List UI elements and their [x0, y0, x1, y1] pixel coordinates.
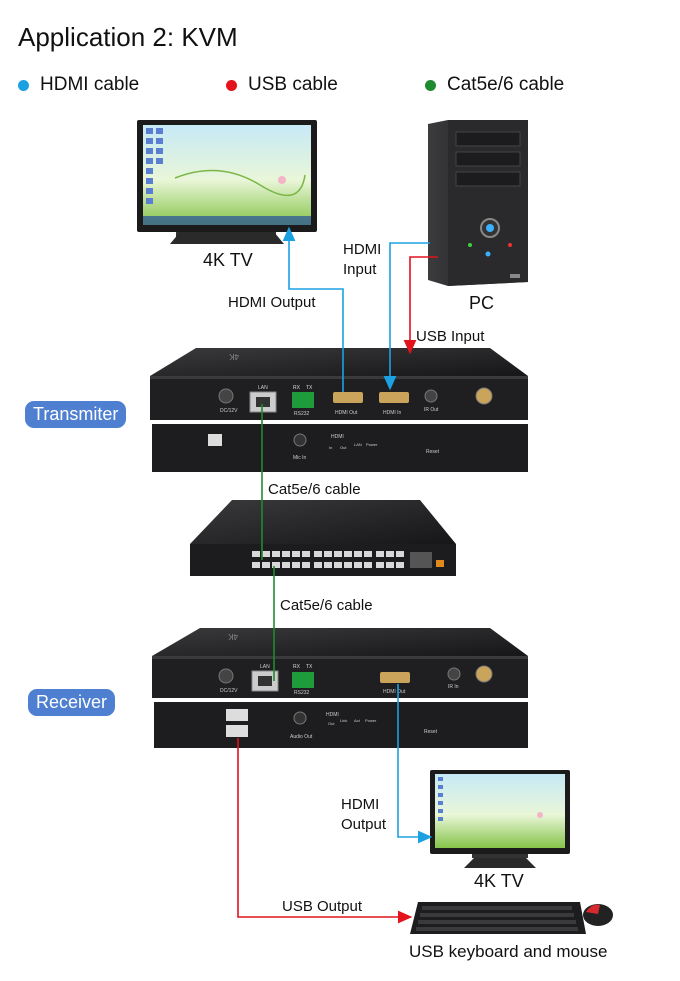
tx-mic-label: Mic In: [293, 455, 307, 461]
legend-hdmi-label: HDMI cable: [40, 74, 140, 95]
network-switch: [190, 500, 456, 576]
rx-led-out-label: Out: [328, 721, 335, 726]
rx-led-power-label: Power: [365, 718, 377, 723]
hdmi-output-bottom-cable: [397, 684, 433, 844]
tx-rs232-label: RS232: [294, 411, 310, 417]
tx-led-out-label: Out: [340, 445, 347, 450]
tx-ir-out-label: IR Out: [424, 407, 439, 413]
rx-rs232-label: RS232: [294, 690, 310, 696]
cat-dot-icon: [425, 79, 436, 91]
rx-led-act-label: Act: [354, 718, 361, 723]
tv-top-label: 4K TV: [203, 250, 253, 270]
page-title: Application 2: KVM: [18, 22, 238, 52]
usb-input-label: USB Input: [416, 328, 485, 345]
rx-hdmi-out-label: HDMI Out: [383, 689, 406, 695]
legend-cat-label: Cat5e/6 cable: [447, 74, 565, 95]
transmitter-badge: Transmiter: [25, 401, 127, 428]
tx-dc-label: DC/12V: [220, 408, 238, 414]
receiver-device: DC/12V LAN RX TX RS232 HDMI Out IR In 4K…: [152, 628, 528, 748]
tx-reset-label: Reset: [426, 449, 440, 455]
rx-tx-label: TX: [306, 664, 313, 670]
tx-hdmi-in-label: HDMI In: [383, 410, 402, 416]
tv-bottom-label: 4K TV: [474, 871, 524, 891]
rx-brand-label: 4K: [228, 632, 238, 641]
rx-led-hdmi-label: HDMI: [326, 712, 339, 718]
tx-hdmi-out-label: HDMI Out: [335, 410, 358, 416]
legend-usb-label: USB cable: [248, 74, 338, 95]
rx-audio-label: Audio Out: [290, 734, 313, 740]
hdmi-dot-icon: [18, 79, 29, 91]
legend-hdmi: HDMI cable: [18, 74, 139, 96]
hdmi-input-cable: [383, 242, 430, 391]
tx-led-power-label: Power: [366, 442, 378, 447]
tv-top: [137, 120, 317, 244]
cat-cable-2-label: Cat5e/6 cable: [280, 597, 373, 614]
usb-output-cable: [237, 738, 413, 924]
hdmi-input-label-line1: HDMI: [343, 241, 382, 258]
tx-led-lan-label: LAN: [354, 442, 362, 447]
tx-tx-label: TX: [306, 385, 313, 391]
hdmi-output-bottom-label-line2: Output: [341, 816, 387, 833]
pc-label: PC: [469, 293, 495, 313]
hdmi-output-bottom-label-line1: HDMI: [341, 796, 380, 813]
usb-dot-icon: [226, 79, 237, 91]
hdmi-output-top-cable: [282, 226, 344, 392]
transmitter-device: DC/12V LAN RX TX RS232 HDMI Out HDMI In …: [150, 348, 528, 472]
tv-bottom: [430, 770, 570, 868]
legend-cat: Cat5e/6 cable: [425, 74, 564, 96]
rx-rx-label: RX: [293, 664, 301, 670]
receiver-badge: Receiver: [28, 689, 116, 716]
hdmi-output-top-label: HDMI Output: [228, 294, 316, 311]
usb-output-label: USB Output: [282, 898, 363, 915]
rx-dc-label: DC/12V: [220, 688, 238, 694]
rx-lan-label: LAN: [260, 664, 270, 670]
tx-lan-label: LAN: [258, 385, 268, 391]
rx-reset-label: Reset: [424, 729, 438, 735]
rx-led-link-label: Link: [340, 718, 347, 723]
hdmi-input-label-line2: Input: [343, 261, 377, 278]
keyboard-mouse-label: USB keyboard and mouse: [409, 942, 608, 961]
tx-rx-label: RX: [293, 385, 301, 391]
rx-ir-in-label: IR In: [448, 684, 459, 690]
usb-input-cable: [403, 256, 438, 355]
tx-led-hdmi-label: HDMI: [331, 434, 344, 440]
pc-tower: [428, 120, 528, 286]
legend-usb: USB cable: [226, 74, 338, 96]
cat-cable-1-label: Cat5e/6 cable: [268, 481, 361, 498]
tx-brand-label: 4K: [229, 352, 239, 361]
keyboard-mouse: [410, 902, 613, 934]
tx-led-in-label: In: [329, 445, 332, 450]
